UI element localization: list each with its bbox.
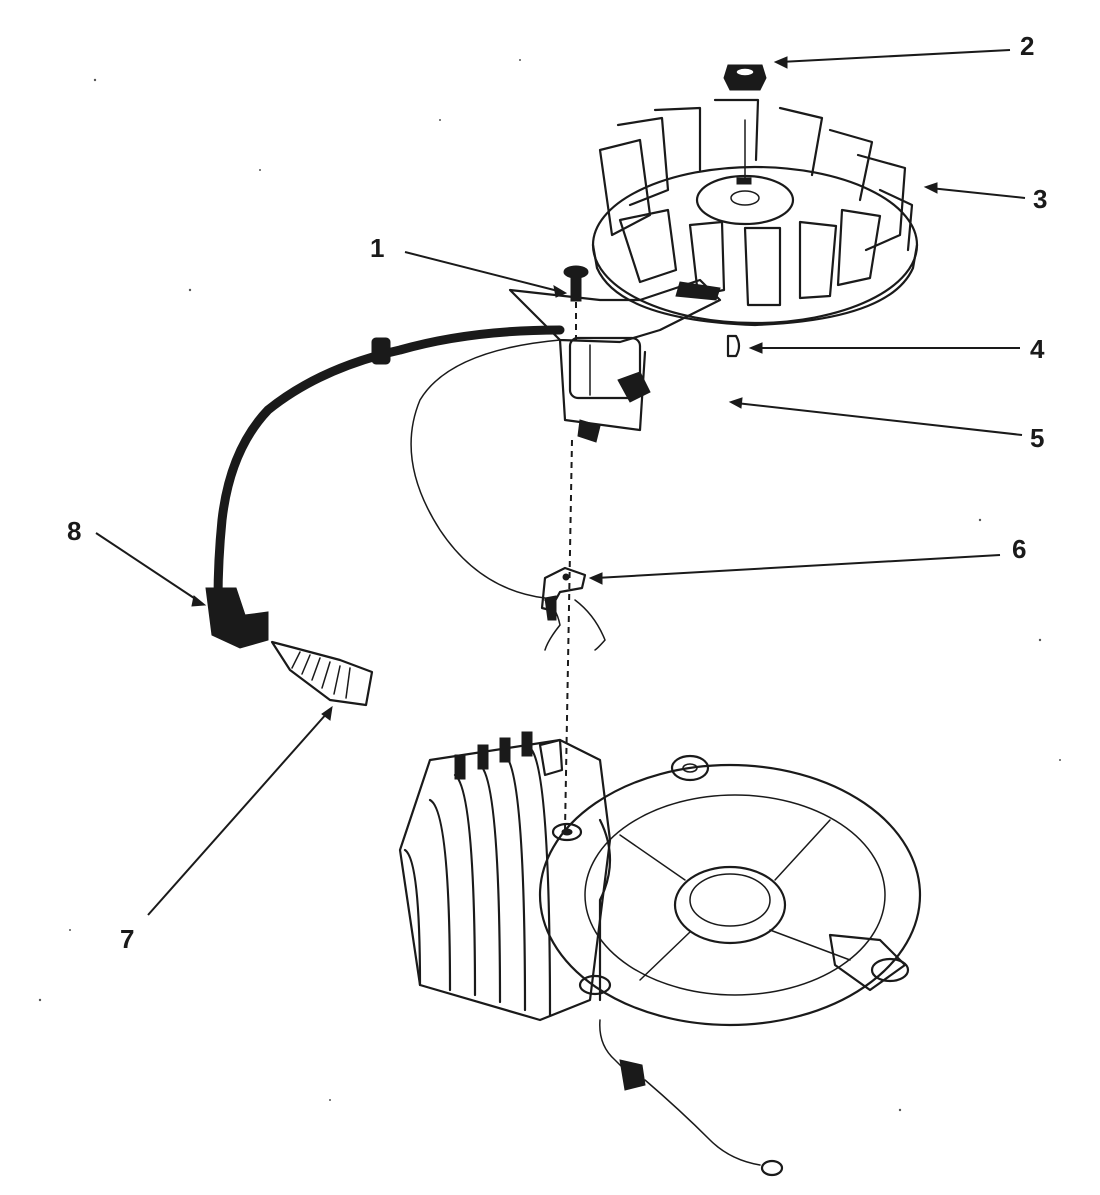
- scan-noise: [38, 59, 1061, 1112]
- callout-2: 2: [1020, 31, 1034, 61]
- leader-7: [147, 711, 329, 916]
- engine-crankcase: [398, 731, 922, 1027]
- callout-1: 1: [370, 233, 384, 263]
- stop-switch-wire: [544, 599, 784, 1177]
- callout-5: 5: [1030, 423, 1044, 453]
- flywheel-key: [726, 334, 741, 358]
- leader-5: [735, 402, 1023, 436]
- mounting-screw: [563, 265, 589, 345]
- callout-6: 6: [1012, 534, 1026, 564]
- leader-2: [779, 49, 1011, 63]
- ground-bracket: [540, 566, 587, 621]
- spark-plug: [270, 640, 374, 707]
- leader-3: [929, 187, 1026, 199]
- leader-lines: [95, 49, 1026, 916]
- spark-plug-boot: [205, 587, 269, 649]
- flywheel: [591, 98, 919, 327]
- leader-8: [95, 532, 201, 603]
- assembly-centerline: [564, 439, 573, 831]
- flywheel-nut: [723, 64, 767, 91]
- callout-8: 8: [67, 516, 81, 546]
- callout-7: 7: [120, 924, 134, 954]
- spark-plug-wire: [213, 325, 606, 651]
- ignition-module: [508, 278, 722, 443]
- leader-1: [404, 251, 563, 293]
- callout-labels: 1 2 3 4 5 6 7 8: [67, 31, 1047, 954]
- leader-6: [595, 554, 1001, 579]
- callout-3: 3: [1033, 184, 1047, 214]
- callout-4: 4: [1030, 334, 1045, 364]
